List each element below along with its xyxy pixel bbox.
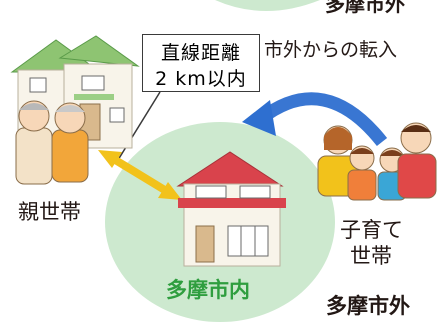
- distance-label-box: 直線距離 2 km以内: [142, 34, 260, 92]
- parent-household-label: 親世帯: [18, 200, 81, 224]
- distance-label-line2: 2 km以内: [155, 68, 247, 90]
- child-family: [317, 122, 437, 201]
- top-outside-label: 多摩市外: [325, 0, 405, 16]
- child-household-label-line2: 世帯: [350, 244, 392, 268]
- grandparents: [15, 100, 89, 185]
- leader-line: [117, 91, 161, 161]
- transfer-arrow: [242, 92, 388, 147]
- top-circle-edge: [215, 0, 320, 11]
- center-house: [176, 151, 286, 267]
- distance-label-line1: 直線距離: [160, 42, 241, 64]
- child-household-label-line1: 子育て: [340, 218, 403, 242]
- inside-city-label: 多摩市内: [166, 278, 250, 302]
- proximity-double-arrow: [98, 150, 182, 200]
- outside-city-label: 多摩市外: [326, 294, 410, 318]
- transfer-label: 市外からの転入: [264, 39, 398, 61]
